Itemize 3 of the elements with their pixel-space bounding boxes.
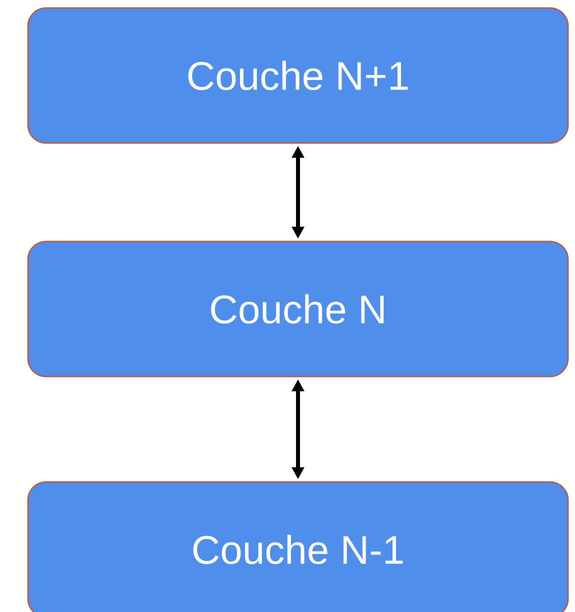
- layer-box: Couche N-1: [27, 481, 569, 612]
- layer-box: Couche N+1: [27, 7, 569, 144]
- layer-box: Couche N: [27, 240, 569, 378]
